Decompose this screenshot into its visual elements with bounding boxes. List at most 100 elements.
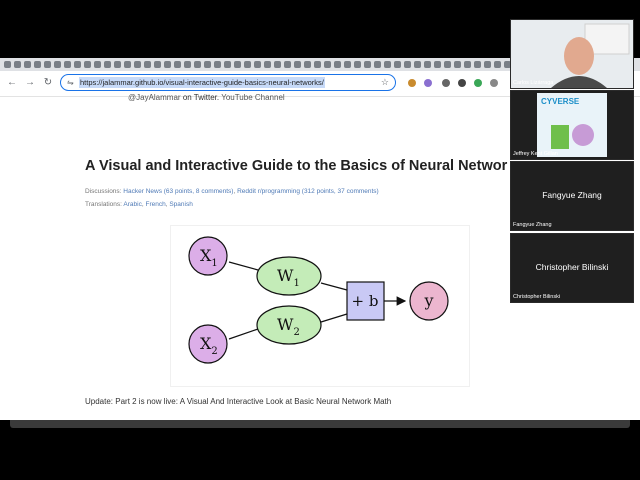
tab-favicon[interactable] [354, 61, 361, 68]
participant-tile-carlos[interactable]: Carlos Lizárraga [510, 19, 634, 89]
author-line-text: on Twitter. [182, 93, 220, 102]
tab-favicon[interactable] [494, 61, 501, 68]
tab-favicon[interactable] [454, 61, 461, 68]
participant-tile-jeffrey[interactable]: CYVERSE Jeffrey Kent Gillan [510, 90, 634, 160]
author-line: @JayAlammar on Twitter. YouTube Channel [128, 93, 285, 103]
tab-favicon[interactable] [214, 61, 221, 68]
tab-favicon[interactable] [4, 61, 11, 68]
edge-w2-bias [320, 313, 348, 323]
tab-favicon[interactable] [234, 61, 241, 68]
tab-favicon[interactable] [34, 61, 41, 68]
x2-node [188, 324, 228, 364]
translation-french-link[interactable]: French [145, 201, 166, 208]
tab-favicon[interactable] [314, 61, 321, 68]
tab-favicon[interactable] [274, 61, 281, 68]
extension-icon[interactable] [424, 79, 432, 87]
tab-favicon[interactable] [374, 61, 381, 68]
tab-favicon[interactable] [204, 61, 211, 68]
tab-favicon[interactable] [84, 61, 91, 68]
hacker-news-link[interactable]: Hacker News (63 points, 8 comments) [123, 188, 234, 195]
translations-line: Translations: Arabic, French, Spanish [85, 201, 193, 208]
participant-name: Jeffrey Kent Gillan [513, 151, 558, 157]
tab-favicon[interactable] [94, 61, 101, 68]
back-icon[interactable]: ← [7, 77, 17, 88]
tab-favicon[interactable] [434, 61, 441, 68]
tab-favicon[interactable] [174, 61, 181, 68]
neural-network-svg: X1 X2 W1 W2 + b y [188, 236, 449, 364]
x2-label: X2 [200, 334, 218, 357]
bias-label: + b [352, 292, 379, 310]
output-node [409, 281, 449, 321]
w1-label: W1 [277, 266, 300, 289]
translations-label: Translations: [85, 201, 122, 208]
tab-favicon[interactable] [484, 61, 491, 68]
tab-favicon[interactable] [264, 61, 271, 68]
tab-favicon[interactable] [464, 61, 471, 68]
tab-favicon[interactable] [194, 61, 201, 68]
x2-subscript: 2 [211, 346, 217, 357]
webcam-feed [511, 20, 633, 88]
tab-favicon[interactable] [284, 61, 291, 68]
tab-favicon[interactable] [144, 61, 151, 68]
tab-favicon[interactable] [334, 61, 341, 68]
twitter-link[interactable]: @JayAlammar [128, 93, 181, 102]
tab-favicon[interactable] [474, 61, 481, 68]
url-text[interactable]: https://jalammar.github.io/visual-intera… [79, 77, 325, 88]
tab-favicon[interactable] [424, 61, 431, 68]
participant-tile-fangyue[interactable]: Fangyue Zhang Fangyue Zhang [510, 161, 634, 231]
tab-favicon[interactable] [124, 61, 131, 68]
tab-favicon[interactable] [364, 61, 371, 68]
neural-network-diagram: X1 X2 W1 W2 + b y [170, 225, 470, 387]
extension-icon[interactable] [458, 79, 466, 87]
forward-icon[interactable]: → [25, 77, 35, 88]
extension-icon[interactable] [474, 79, 482, 87]
edge-w1-bias [320, 282, 348, 291]
tab-favicon[interactable] [184, 61, 191, 68]
bookmark-star-icon[interactable]: ☆ [380, 77, 389, 87]
tab-favicon[interactable] [244, 61, 251, 68]
tab-favicon[interactable] [504, 61, 511, 68]
tab-favicon[interactable] [104, 61, 111, 68]
extension-icon[interactable] [490, 79, 498, 87]
tab-favicon[interactable] [44, 61, 51, 68]
tab-favicon[interactable] [164, 61, 171, 68]
edge-x1-w1 [228, 261, 259, 271]
part-two-update-line[interactable]: Update: Part 2 is now live: A Visual And… [85, 397, 392, 406]
tab-favicon[interactable] [24, 61, 31, 68]
tab-favicon[interactable] [54, 61, 61, 68]
tab-favicon[interactable] [444, 61, 451, 68]
tab-favicon[interactable] [304, 61, 311, 68]
translation-arabic-link[interactable]: Arabic [123, 201, 142, 208]
tab-favicon[interactable] [64, 61, 71, 68]
tab-favicon[interactable] [324, 61, 331, 68]
tab-favicon[interactable] [14, 61, 21, 68]
reddit-link[interactable]: Reddit r/programming (312 points, 37 com… [237, 188, 379, 195]
tab-favicon[interactable] [154, 61, 161, 68]
tab-favicon[interactable] [414, 61, 421, 68]
tab-favicon[interactable] [294, 61, 301, 68]
tab-favicon[interactable] [114, 61, 121, 68]
extension-icon[interactable] [442, 79, 450, 87]
tab-favicon[interactable] [224, 61, 231, 68]
address-bar[interactable]: ⇋ https://jalammar.github.io/visual-inte… [60, 74, 396, 91]
article-title: A Visual and Interactive Guide to the Ba… [85, 158, 508, 174]
reload-icon[interactable]: ↻ [43, 77, 53, 88]
participant-name: Fangyue Zhang [513, 222, 552, 228]
participant-center-label: Christopher Bilinski [535, 262, 609, 272]
tab-favicon[interactable] [74, 61, 81, 68]
extension-icon[interactable] [408, 79, 416, 87]
w2-letter: W [277, 315, 294, 334]
tab-favicon[interactable] [344, 61, 351, 68]
translation-spanish-link[interactable]: Spanish [169, 201, 193, 208]
tab-favicon[interactable] [384, 61, 391, 68]
x1-letter: X [200, 246, 212, 265]
w1-letter: W [277, 266, 294, 285]
site-info-icon[interactable]: ⇋ [67, 78, 74, 87]
participant-tile-christopher[interactable]: Christopher Bilinski Christopher Bilinsk… [510, 233, 634, 303]
tab-favicon[interactable] [404, 61, 411, 68]
tab-favicon[interactable] [394, 61, 401, 68]
youtube-link[interactable]: YouTube Channel [221, 93, 285, 102]
discussions-line: Discussions: Hacker News (63 points, 8 c… [85, 188, 379, 195]
tab-favicon[interactable] [134, 61, 141, 68]
tab-favicon[interactable] [254, 61, 261, 68]
